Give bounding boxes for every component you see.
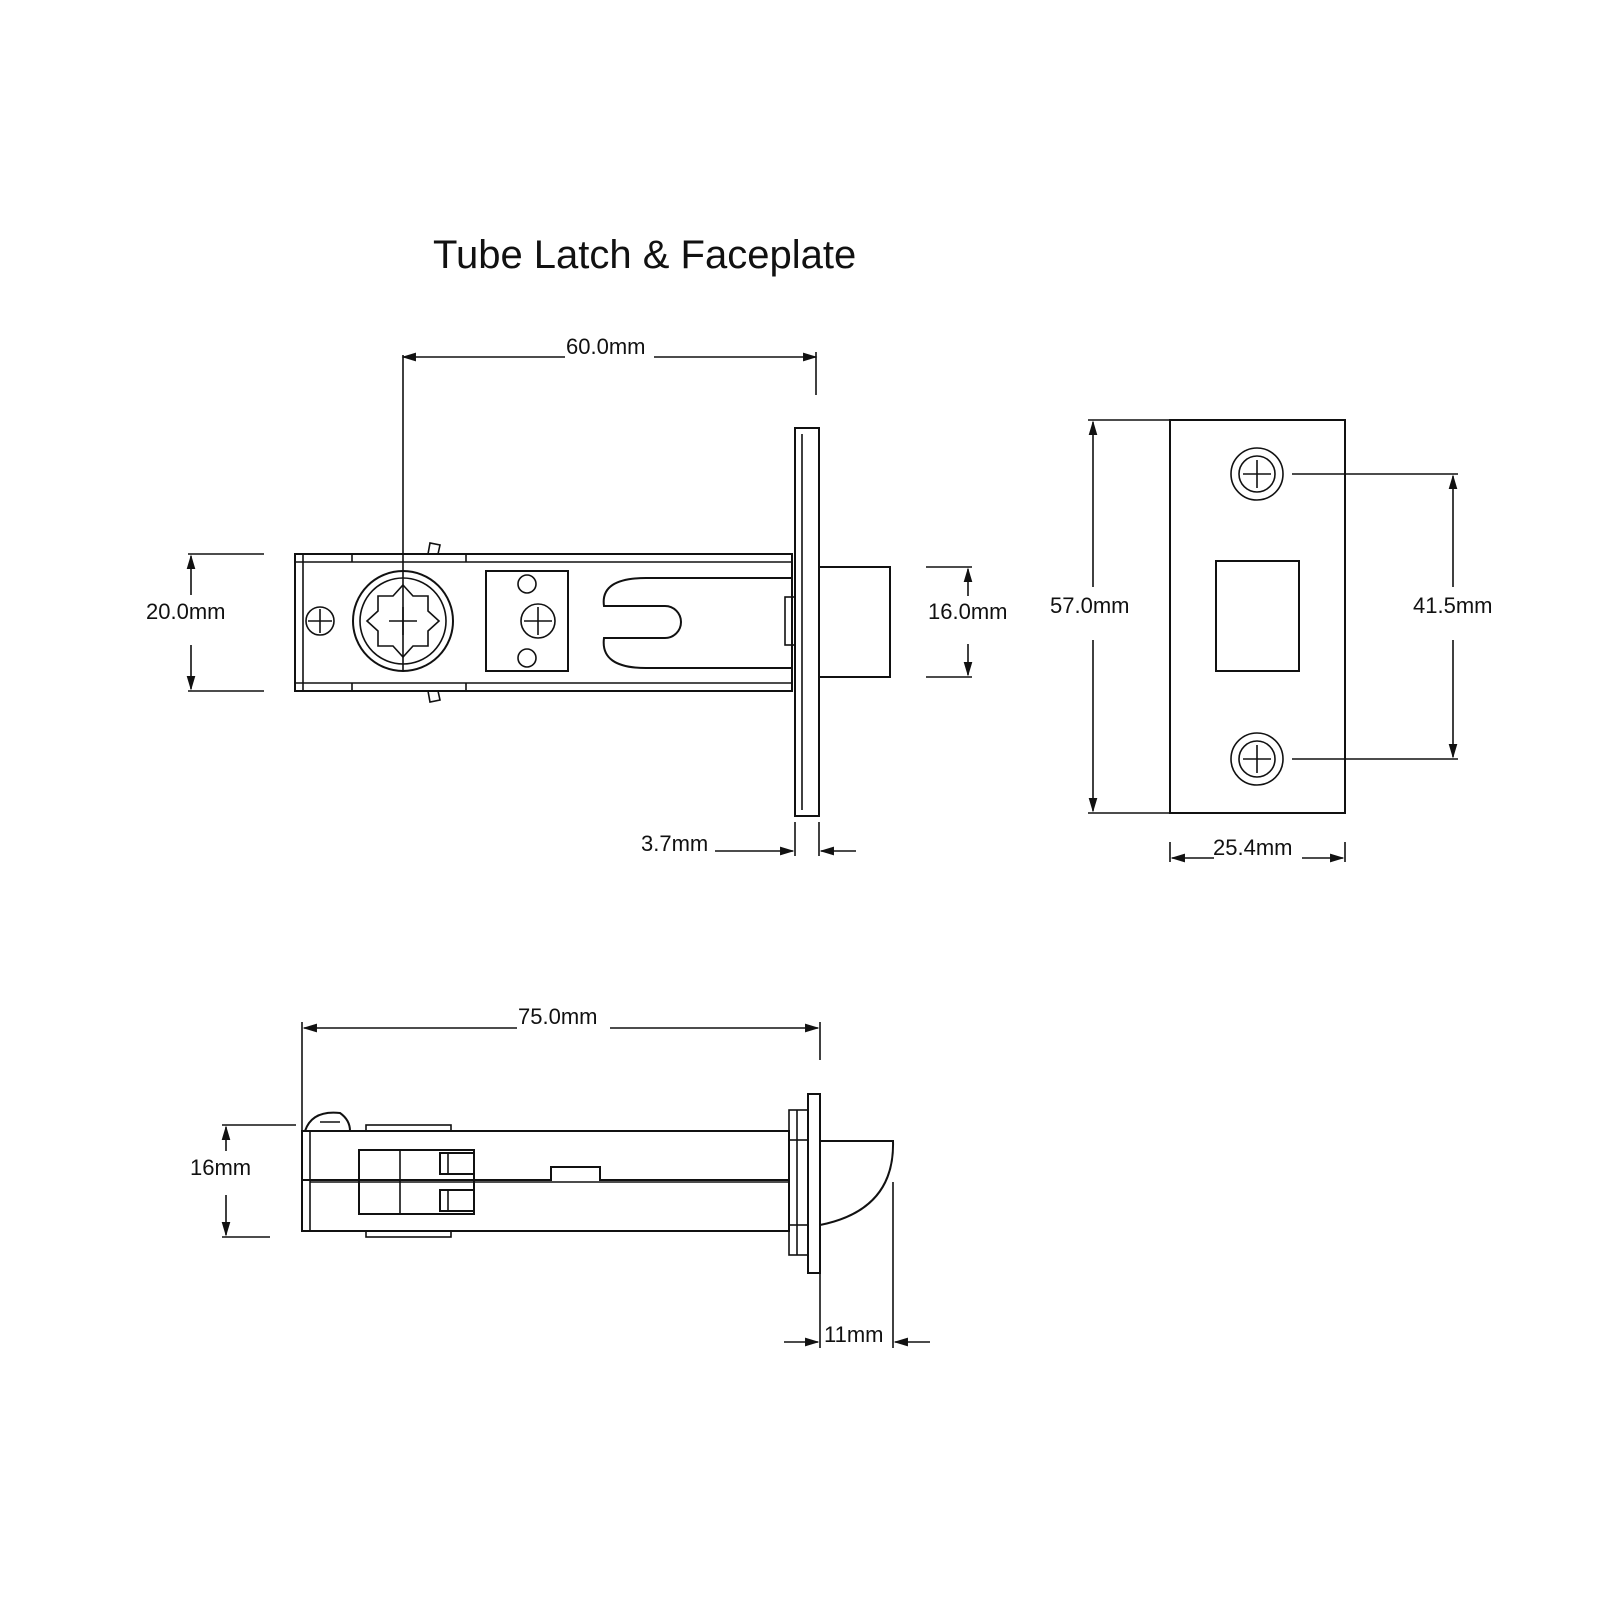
dim-label-11: 11mm bbox=[824, 1322, 884, 1347]
page-title: Tube Latch & Faceplate bbox=[433, 233, 856, 277]
faceplate bbox=[1169, 419, 1346, 814]
dim-label-3-7: 3.7mm bbox=[641, 831, 708, 856]
dim-label-60: 60.0mm bbox=[566, 334, 645, 359]
latch-bolt-curve bbox=[819, 1140, 895, 1226]
dim-label-20: 20.0mm bbox=[146, 599, 225, 624]
dim-label-16mm: 16mm bbox=[190, 1155, 251, 1180]
dim-label-16: 16.0mm bbox=[928, 599, 1007, 624]
screw-icon bbox=[305, 606, 335, 636]
side-faceplate bbox=[807, 1093, 821, 1274]
latch-side-view: 75.0mm 16mm 11mm bbox=[190, 1004, 930, 1348]
dim-label-57: 57.0mm bbox=[1050, 593, 1129, 618]
latch-top-view: 60.0mm 20.0mm 16.0mm 3.7mm bbox=[146, 334, 1007, 856]
latch-bolt bbox=[818, 566, 891, 678]
faceplate-edge bbox=[794, 427, 820, 817]
dim-label-25-4: 25.4mm bbox=[1213, 835, 1292, 860]
latch-tube-body bbox=[294, 553, 793, 692]
screw-icon bbox=[1230, 447, 1284, 501]
dim-label-41-5: 41.5mm bbox=[1413, 593, 1492, 618]
latch-opening bbox=[1215, 560, 1300, 672]
screw-icon bbox=[1230, 732, 1284, 786]
faceplate-front-view: 57.0mm 41.5mm 25.4mm bbox=[1050, 419, 1492, 863]
screw-icon bbox=[520, 603, 556, 639]
dim-label-75: 75.0mm bbox=[518, 1004, 597, 1029]
